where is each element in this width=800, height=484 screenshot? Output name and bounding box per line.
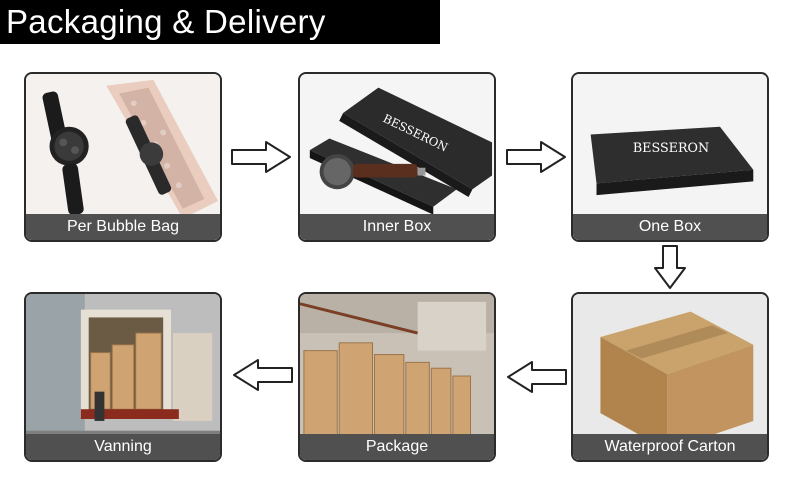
step-label: Package: [300, 434, 494, 460]
carton-photo: [573, 294, 767, 460]
step-label: One Box: [573, 214, 767, 240]
inner-box-photo: BESSERON: [300, 74, 494, 240]
page-title: Packaging & Delivery: [6, 3, 326, 40]
step-label: Inner Box: [300, 214, 494, 240]
step-card-bubble-bag: Per Bubble Bag: [24, 72, 222, 242]
header-banner: Packaging & Delivery: [0, 0, 440, 44]
step-label: Per Bubble Bag: [26, 214, 220, 240]
arrow-down-icon: [654, 245, 686, 289]
step-card-waterproof-carton: Waterproof Carton: [571, 292, 769, 462]
bubble-bag-photo: [26, 74, 220, 240]
arrow-right-icon: [231, 141, 291, 173]
arrow-left-icon: [233, 359, 293, 391]
step-card-vanning: Vanning: [24, 292, 222, 462]
step-label: Vanning: [26, 434, 220, 460]
step-card-package: Package: [298, 292, 496, 462]
step-card-inner-box: BESSERON Inner Box: [298, 72, 496, 242]
box-brand-text: BESSERON: [633, 140, 709, 155]
package-warehouse-photo: [300, 294, 494, 460]
arrow-right-icon: [506, 141, 566, 173]
arrow-left-icon: [507, 361, 567, 393]
step-label: Waterproof Carton: [573, 434, 767, 460]
one-box-photo: BESSERON: [573, 74, 767, 240]
step-card-one-box: BESSERON One Box: [571, 72, 769, 242]
